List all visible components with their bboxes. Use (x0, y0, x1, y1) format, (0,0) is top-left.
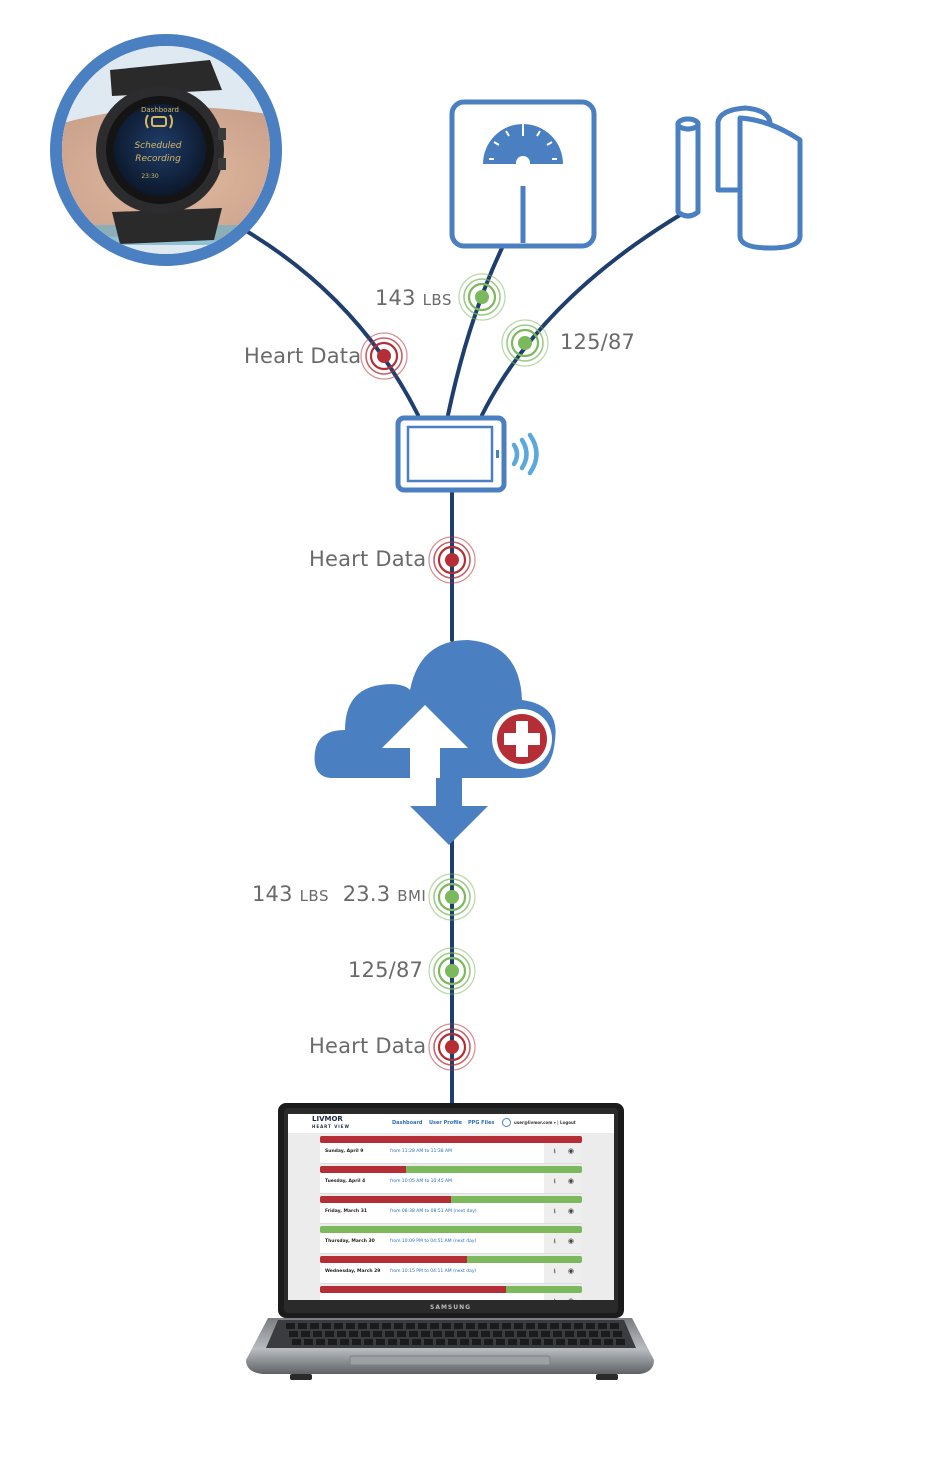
laptop-brand: SAMSUNG (430, 1304, 472, 1311)
cuff-to-tablet-line (480, 213, 682, 417)
recording-time[interactable]: from 08:38 AM to 08:51 AM (next day) (390, 1209, 477, 1214)
middle-heart-node (428, 536, 476, 584)
recording-actions (544, 1293, 582, 1300)
recording-quality-bar (320, 1166, 582, 1173)
recording-item[interactable]: Wednesday, March 29 from 10:15 PM to 04:1… (320, 1256, 582, 1284)
upstream-bp-label: 125/87 (560, 330, 636, 354)
recording-quality-bar (320, 1196, 582, 1203)
recording-actions (544, 1233, 582, 1253)
recording-time[interactable]: from 10:05 AM to 10:45 AM (390, 1179, 453, 1184)
watch-screen-time: 23:30 (141, 173, 158, 180)
scale-to-tablet-line (446, 246, 504, 417)
wireless-signal-icon (511, 432, 539, 476)
view-icon[interactable]: ◉ (567, 1177, 574, 1185)
keyboard (286, 1323, 625, 1345)
upstream-heart-node (360, 332, 408, 380)
recording-row: Thursday, March 30 from 10:09 PM to 04:51… (320, 1233, 582, 1254)
recording-time[interactable]: from 11:28 AM to 11:38 AM (390, 1149, 453, 1154)
downstream-heart-label: Heart Data (309, 1034, 427, 1058)
downstream-bp-node (428, 947, 476, 995)
bathroom-scale-icon (449, 99, 597, 249)
download-icon[interactable]: ⭳ (554, 1297, 556, 1300)
user-menu[interactable]: user@livmor.com ▾ | Logout (514, 1120, 576, 1125)
recording-time[interactable]: from 10:15 PM to 04:11 AM (next day) (390, 1269, 477, 1274)
recording-item[interactable]: Friday, March 31 from 08:38 AM to 08:51 A… (320, 1196, 582, 1224)
nav-ppg-files[interactable]: PPG Files (468, 1120, 495, 1126)
upstream-weight-label: 143 LBS (375, 286, 452, 310)
recording-date: Friday, March 31 (325, 1209, 367, 1214)
view-icon[interactable]: ◉ (567, 1147, 574, 1155)
recording-item[interactable]: Thursday, March 30 from 10:09 PM to 04:51… (320, 1226, 582, 1254)
upload-arrow-icon (382, 705, 468, 778)
upstream-heart-label: Heart Data (244, 344, 362, 368)
recording-actions (544, 1263, 582, 1283)
recording-date: Tuesday, April 4 (325, 1179, 366, 1184)
cloud-sync-icon (314, 640, 556, 845)
download-icon[interactable]: ⭳ (553, 1237, 556, 1245)
upstream-bp-node (501, 319, 549, 367)
recording-quality-bar (320, 1226, 582, 1233)
downstream-weight-bmi-label: 143 LBS 23.3 BMI (252, 882, 427, 906)
watch-screen-title: Dashboard (141, 106, 179, 114)
recording-item[interactable]: ⭳◉ (320, 1286, 582, 1300)
recording-date: Sunday, April 9 (325, 1149, 364, 1154)
tablet-hub-icon (395, 415, 507, 493)
watch-recording-icon (145, 114, 173, 129)
recording-date: Thursday, March 30 (325, 1239, 375, 1244)
blood-pressure-cuff-icon (675, 105, 803, 251)
view-icon[interactable]: ◉ (567, 1237, 574, 1245)
nav-user-profile[interactable]: User Profile (429, 1120, 463, 1126)
data-nodes (360, 273, 549, 1071)
download-icon[interactable]: ⭳ (553, 1267, 556, 1275)
download-icon[interactable]: ⭳ (553, 1147, 556, 1155)
view-icon[interactable]: ◉ (567, 1207, 574, 1215)
recording-row: Wednesday, March 29 from 10:15 PM to 04:1… (320, 1263, 582, 1284)
watch-to-tablet-line (246, 230, 420, 417)
downstream-weight-node (428, 873, 476, 921)
recording-item[interactable]: Tuesday, April 4 from 10:05 AM to 10:45 A… (320, 1166, 582, 1194)
download-icon[interactable]: ⭳ (553, 1177, 556, 1185)
recording-date: Wednesday, March 29 (325, 1269, 381, 1274)
recording-quality-bar (320, 1286, 582, 1293)
recording-actions (544, 1203, 582, 1223)
downstream-bp-label: 125/87 (348, 958, 424, 982)
recording-time[interactable]: from 10:09 PM to 04:51 AM (next day) (390, 1239, 477, 1244)
recording-row: ⭳◉ (320, 1293, 582, 1300)
touchpad (349, 1355, 551, 1366)
view-icon[interactable]: ◉ (568, 1297, 574, 1300)
recording-actions (544, 1143, 582, 1163)
user-avatar-icon[interactable] (502, 1118, 511, 1127)
nav-dashboard[interactable]: Dashboard (392, 1120, 423, 1126)
download-arrow-icon (410, 778, 488, 845)
download-icon[interactable]: ⭳ (553, 1207, 556, 1215)
recording-quality-bar (320, 1136, 582, 1143)
downstream-heart-node (428, 1023, 476, 1071)
view-icon[interactable]: ◉ (567, 1267, 574, 1275)
recording-item[interactable]: Sunday, April 9 from 11:28 AM to 11:38 AM… (320, 1136, 582, 1164)
recording-row: Sunday, April 9 from 11:28 AM to 11:38 AM… (320, 1143, 582, 1164)
middle-heart-label: Heart Data (309, 547, 427, 571)
recording-quality-bar (320, 1256, 582, 1263)
recording-actions (544, 1173, 582, 1193)
upstream-weight-node (458, 273, 506, 321)
medical-cross-icon (492, 709, 552, 769)
recording-row: Tuesday, April 4 from 10:05 AM to 10:45 A… (320, 1173, 582, 1194)
recording-row: Friday, March 31 from 08:38 AM to 08:51 A… (320, 1203, 582, 1224)
